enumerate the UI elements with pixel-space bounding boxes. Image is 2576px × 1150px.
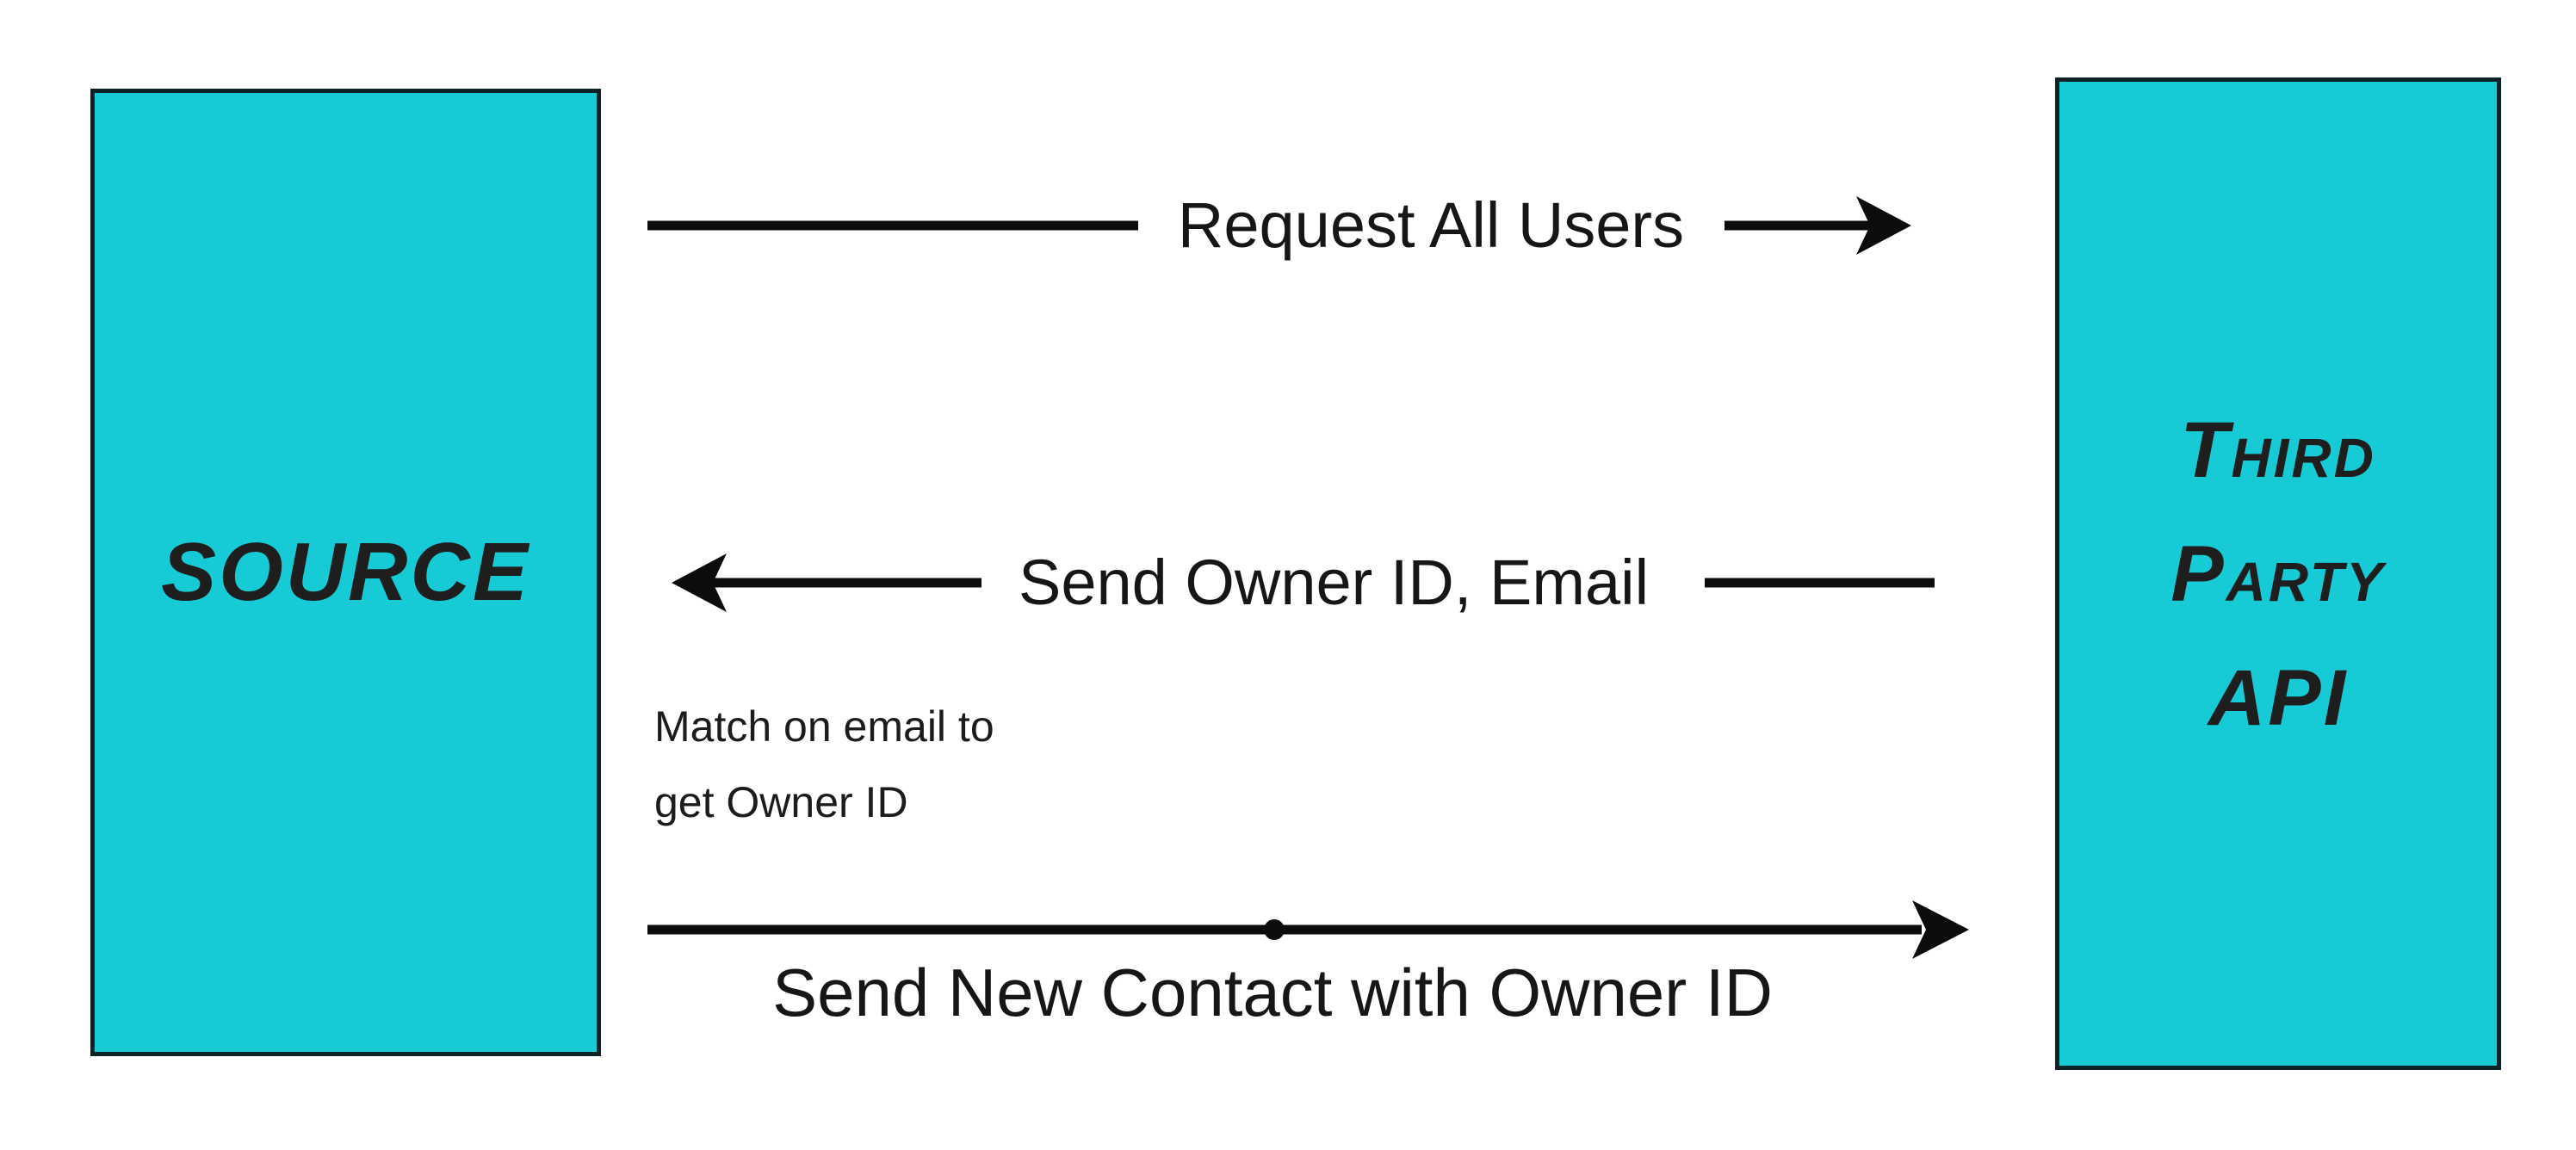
third-party-label-line-1: Third (2180, 405, 2376, 494)
message-send-owner-id-email: Send Owner ID, Email (1018, 547, 1650, 618)
source-actor-label: SOURCE (161, 526, 530, 618)
request-all-users-arrow (647, 196, 1911, 255)
message-send-new-contact: Send New Contact with Owner ID (772, 955, 1773, 1030)
message-request-all-users: Request All Users (1177, 189, 1685, 261)
send-new-contact-arrow (647, 900, 1969, 959)
third-party-label-line-3: API (2208, 653, 2349, 742)
third-party-api-actor-box: Third Party API (2055, 77, 2501, 1070)
note-line-1: Match on email to (654, 702, 994, 751)
third-party-label-line-2: Party (2170, 529, 2386, 618)
source-actor-box: SOURCE (90, 89, 601, 1056)
arrow-midpoint-dot (1264, 919, 1285, 940)
send-owner-id-arrow (672, 553, 1935, 612)
note-line-2: get Owner ID (654, 778, 908, 826)
match-on-email-note: Match on email to get Owner ID (654, 689, 994, 840)
